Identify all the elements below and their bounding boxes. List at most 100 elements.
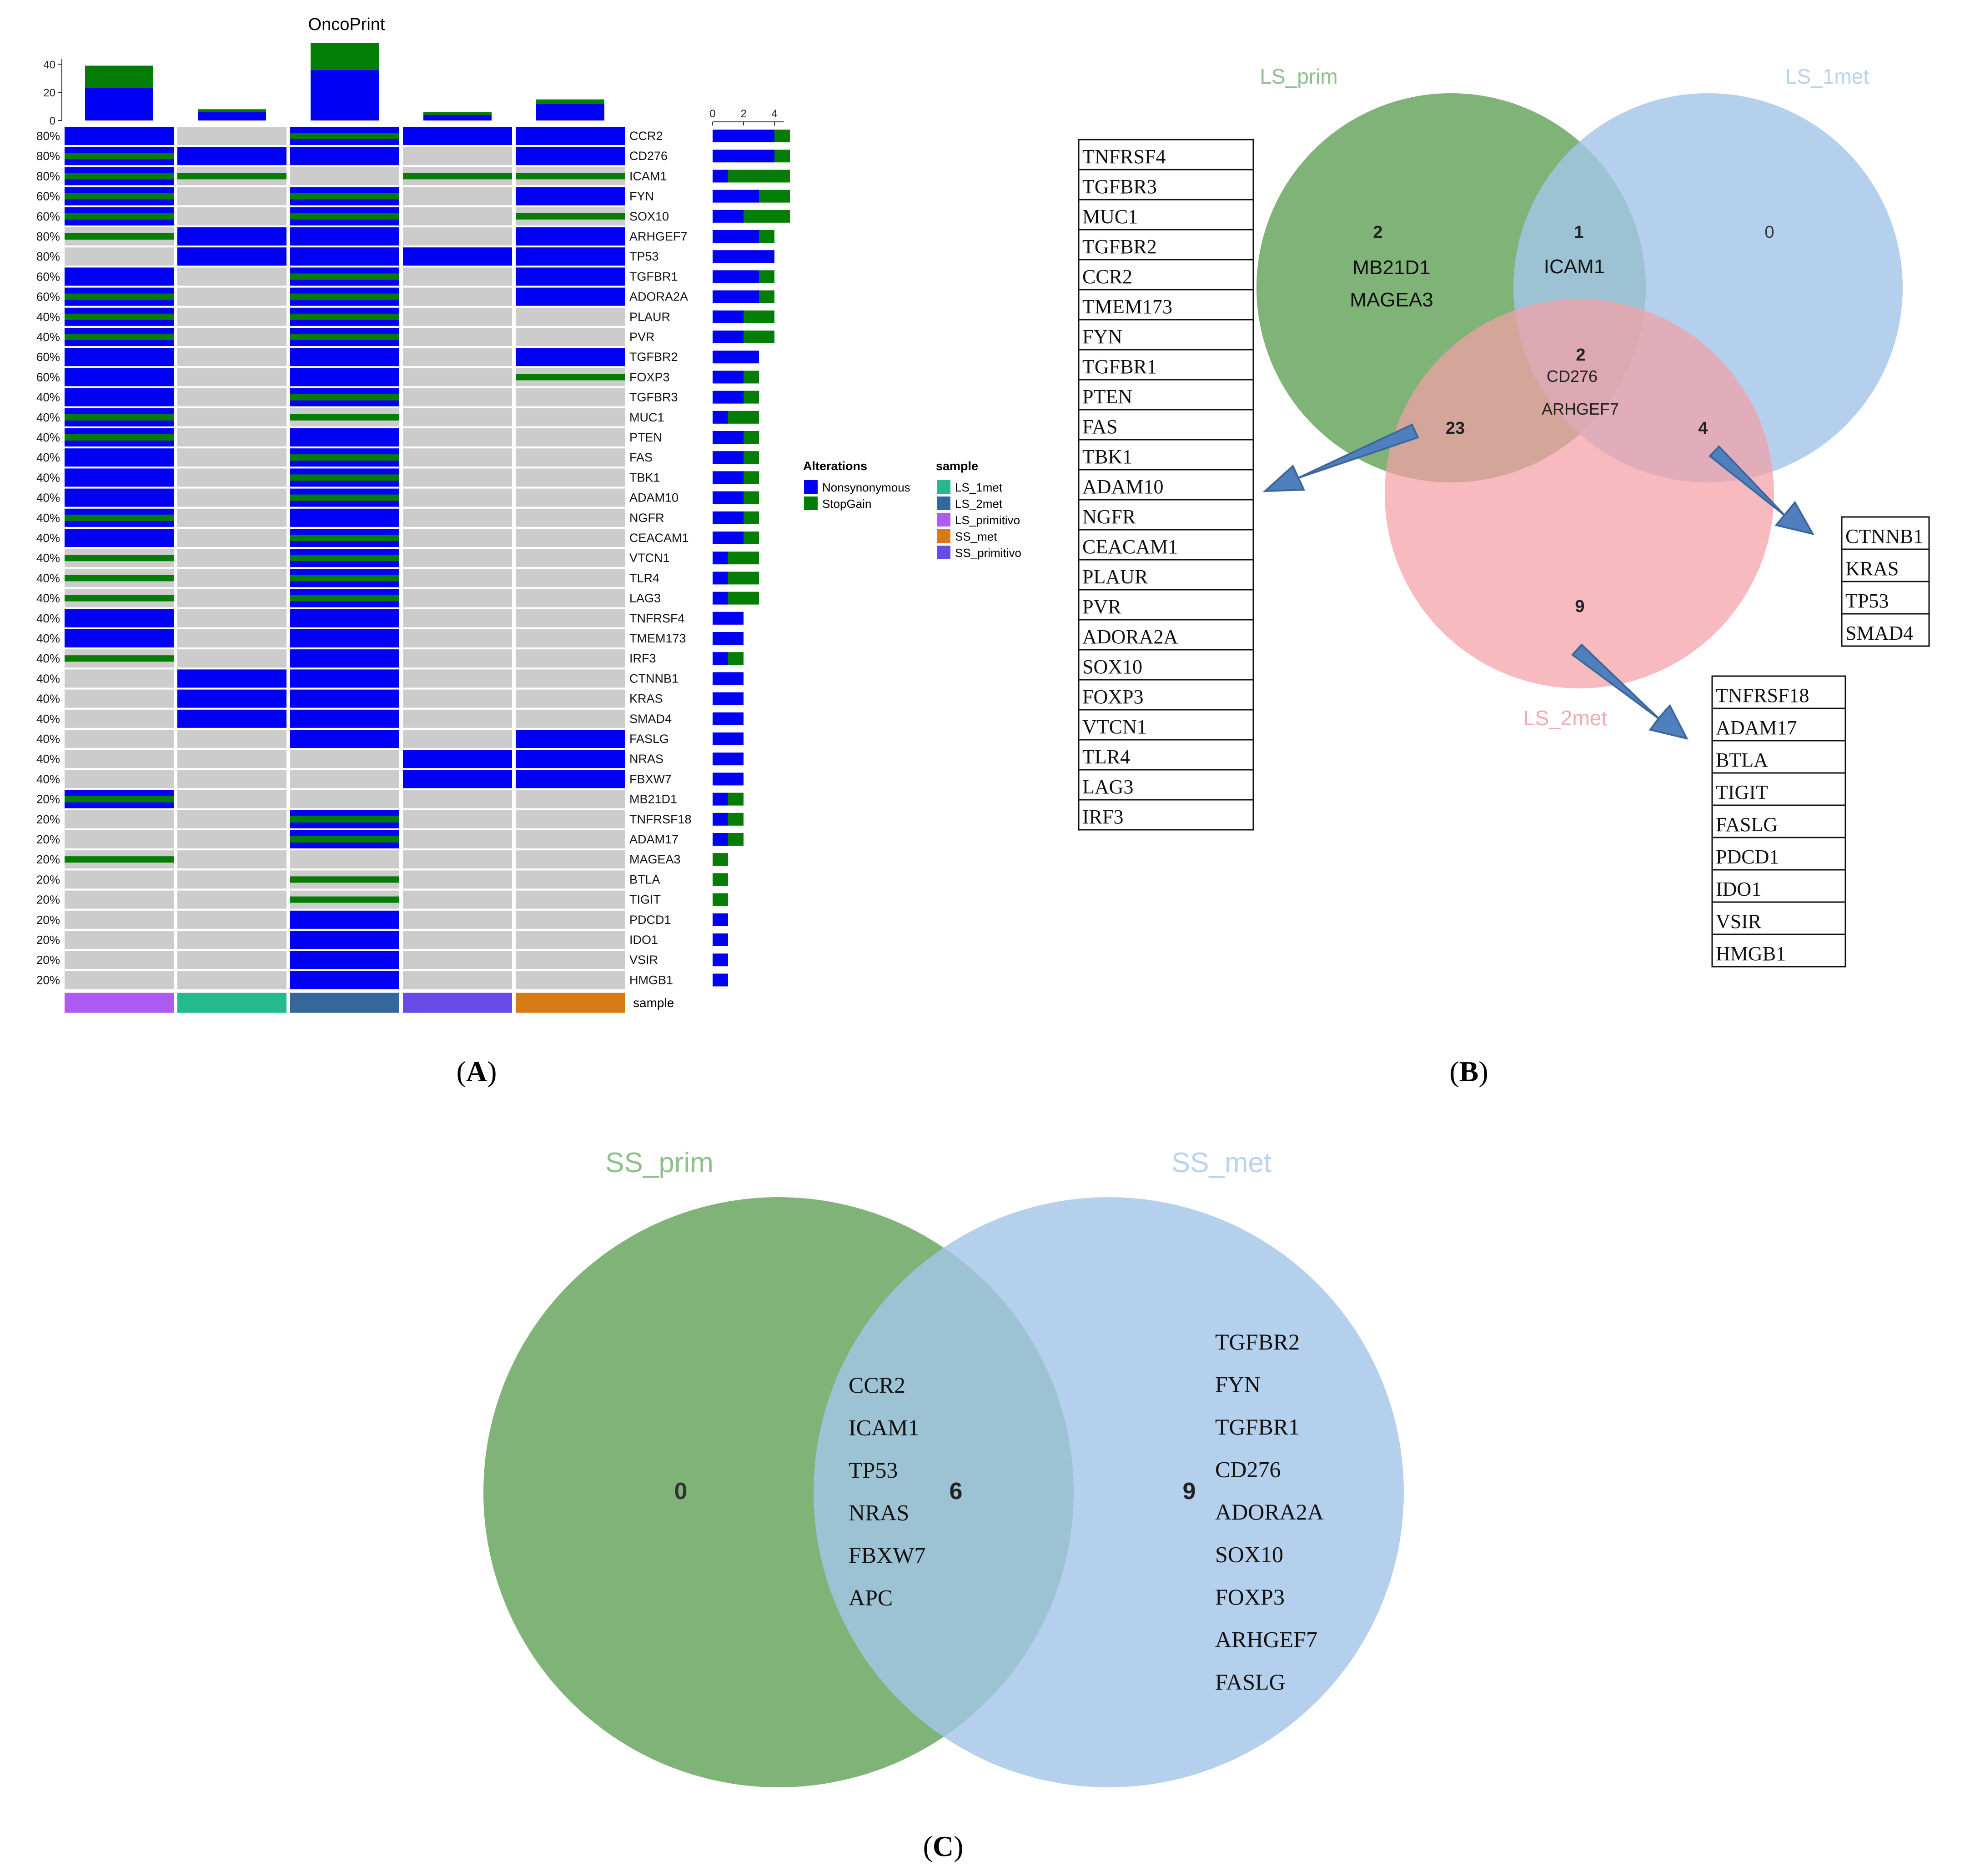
- pct-label-sox10: 60%: [36, 210, 60, 223]
- venn-count-prim-only: 2: [1373, 223, 1382, 242]
- gene-label-tlr4: TLR4: [629, 571, 659, 585]
- cell-mb21d1-ls-primitivo-stopgain: [65, 796, 174, 803]
- top-bar-nonsyn-ls-primitivo: [85, 88, 153, 120]
- cell-fyn-ss-primitivo: [403, 187, 512, 206]
- cell-tmem173-ls-2met-nonsyn: [290, 629, 399, 647]
- right-bar-nonsyn-plaur: [713, 310, 744, 323]
- top-bar-stopgain-ls-2met: [311, 43, 379, 70]
- right-bar-nonsyn-muc1: [713, 411, 728, 424]
- cell-tgfbr1-ls-2met-stopgain: [290, 273, 399, 280]
- cell-tnfrsf18-ss-met: [516, 810, 625, 828]
- cell-tgfbr2-ls-primitivo-nonsyn: [65, 348, 174, 366]
- pct-label-ngfr: 40%: [36, 511, 60, 525]
- top-axis-tick-label: 0: [50, 115, 55, 127]
- cell-tigit-ls-1met: [177, 890, 286, 909]
- table-gene-faslg: FASLG: [1716, 813, 1778, 836]
- top-bar-nonsyn-ss-met: [536, 103, 604, 120]
- cell-pten-ss-met: [516, 428, 625, 446]
- cell-nras-ls-1met: [177, 750, 286, 768]
- cell-smad4-ls-1met-nonsyn: [177, 709, 286, 728]
- cell-faslg-ss-met-nonsyn: [516, 730, 625, 748]
- panel-label-b: (B): [1449, 1055, 1488, 1088]
- cell-vsir-ss-primitivo: [403, 951, 512, 969]
- pct-label-pvr: 40%: [36, 330, 60, 344]
- cell-adora2a-ls-1met: [177, 287, 286, 306]
- table-gene-ctnnb1: CTNNB1: [1845, 525, 1923, 547]
- cell-tlr4-ls-1met: [177, 569, 286, 587]
- pct-label-fas: 40%: [36, 451, 60, 464]
- cell-fas-ls-1met: [177, 448, 286, 467]
- cell-lag3-ls-2met-stopgain: [290, 595, 399, 602]
- cell-faslg-ls-1met: [177, 730, 286, 748]
- cell-tigit-ls-2met-stopgain: [290, 896, 399, 903]
- gene-label-tigit: TIGIT: [629, 893, 661, 907]
- cell-mb21d1-ls-1met: [177, 790, 286, 808]
- gene-label-tgfbr1: TGFBR1: [629, 270, 678, 283]
- right-bar-nonsyn-fbxw7: [713, 772, 744, 786]
- pct-label-cd276: 80%: [36, 149, 60, 163]
- gene-label-pdcd1: PDCD1: [629, 913, 671, 927]
- cell-arhgef7-ls-1met-nonsyn: [177, 227, 286, 246]
- cell-cd276-ss-met-nonsyn: [516, 147, 625, 166]
- venn-count-ss-met-only: 9: [1183, 1478, 1196, 1505]
- right-bar-stopgain-tlr4: [728, 572, 759, 585]
- ss-shared-gene-fbxw7: FBXW7: [849, 1542, 925, 1568]
- right-bar-stopgain-lag3: [728, 592, 759, 605]
- cell-adam10-ss-met: [516, 488, 625, 507]
- top-axis-tick-label: 40: [43, 59, 55, 71]
- right-bar-stopgain-mb21d1: [728, 793, 744, 806]
- table-gene-sox10: SOX10: [1082, 656, 1142, 678]
- right-bar-stopgain-fyn: [759, 190, 790, 203]
- gene-label-adam10: ADAM10: [629, 491, 678, 505]
- cell-adora2a-ls-2met-stopgain: [290, 293, 399, 300]
- gene-label-lag3: LAG3: [629, 592, 661, 605]
- cell-mb21d1-ss-met: [516, 790, 625, 808]
- cell-tgfbr2-ls-1met: [177, 348, 286, 366]
- cell-icam1-ls-2met: [290, 167, 399, 186]
- cell-mb21d1-ss-primitivo: [403, 790, 512, 808]
- gene-label-icam1: ICAM1: [629, 169, 667, 183]
- cell-foxp3-ls-1met: [177, 368, 286, 386]
- gene-label-tp53: TP53: [629, 250, 659, 263]
- ss-met-only-gene-list: TGFBR2FYNTGFBR1CD276ADORA2ASOX10FOXP3ARH…: [1215, 1329, 1324, 1695]
- arrow-to-list-1met-2met: [1709, 445, 1814, 536]
- oncoprint-grid: [65, 127, 625, 989]
- venn-circle-ls-2met: [1385, 299, 1774, 688]
- cell-btla-ss-primitivo: [403, 870, 512, 889]
- gene-label-vtcn1: VTCN1: [629, 551, 670, 565]
- right-bar-stopgain-ngfr: [744, 511, 759, 524]
- right-bar-stopgain-btla: [713, 873, 728, 886]
- gene-label-foxp3: FOXP3: [629, 370, 670, 384]
- right-bar-nonsyn-ngfr: [713, 511, 744, 524]
- pct-label-tbk1: 40%: [36, 471, 60, 484]
- percent-labels: 80%80%80%60%60%80%80%60%60%40%40%60%60%4…: [36, 129, 60, 987]
- right-bar-stopgain-plaur: [744, 310, 774, 323]
- right-bar-nonsyn-tp53: [713, 250, 774, 263]
- right-bar-nonsyn-pdcd1: [713, 913, 728, 926]
- right-bar-nonsyn-fas: [713, 451, 744, 464]
- cell-lag3-ls-primitivo-stopgain: [65, 595, 174, 602]
- right-bar-stopgain-ccr2: [774, 130, 790, 142]
- table-gene-muc1: MUC1: [1082, 206, 1138, 228]
- cell-mb21d1-ls-2met: [290, 790, 399, 808]
- cell-ctnnb1-ls-2met-nonsyn: [290, 669, 399, 688]
- cell-btla-ls-1met: [177, 870, 286, 889]
- cell-fas-ls-2met-stopgain: [290, 454, 399, 461]
- right-bar-stopgain-fas: [744, 451, 759, 464]
- cell-muc1-ss-primitivo: [403, 408, 512, 426]
- alterations-legend-title: Alterations: [803, 459, 867, 473]
- gene-label-fas: FAS: [629, 451, 653, 464]
- cell-fas-ls-primitivo-nonsyn: [65, 448, 174, 467]
- cell-pvr-ls-2met-stopgain: [290, 334, 399, 340]
- sample-cell-ss-primitivo: [403, 993, 512, 1013]
- gene-label-pvr: PVR: [629, 330, 655, 344]
- cell-arhgef7-ls-primitivo-stopgain: [65, 233, 174, 240]
- cell-icam1-ls-1met-stopgain: [177, 173, 286, 180]
- right-bar-stopgain-tigit: [713, 893, 728, 906]
- top-bar-stopgain-ss-met: [536, 99, 604, 104]
- cell-ido1-ls-2met-nonsyn: [290, 931, 399, 949]
- cell-pten-ss-primitivo: [403, 428, 512, 446]
- legend-swatch-nonsynonymous: [804, 480, 818, 494]
- gene-label-faslg: FASLG: [629, 732, 669, 746]
- right-bar-stopgain-tgfbr3: [744, 391, 759, 404]
